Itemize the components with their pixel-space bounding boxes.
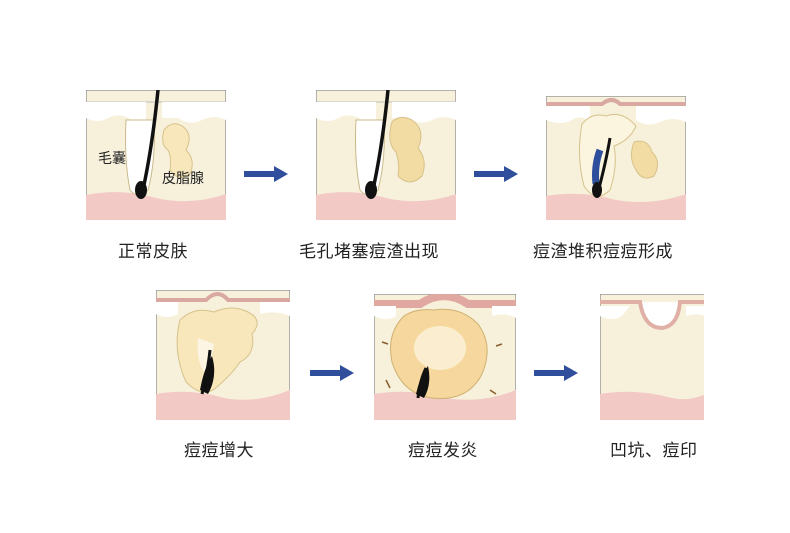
skin-cross-section-4 bbox=[156, 290, 290, 420]
panel-scar-mark bbox=[600, 294, 704, 420]
panel-comedone-forming bbox=[546, 96, 686, 220]
caption-stage-4: 痘痘增大 bbox=[184, 441, 254, 461]
skin-cross-section-3 bbox=[546, 96, 686, 220]
skin-cross-section-5 bbox=[374, 294, 516, 420]
skin-cross-section-6 bbox=[600, 294, 704, 420]
panel-normal-skin: 毛囊 皮脂腺 bbox=[86, 90, 226, 220]
arrow-right-icon bbox=[474, 166, 518, 182]
arrow-right-icon bbox=[310, 365, 354, 381]
caption-stage-5: 痘痘发炎 bbox=[408, 441, 478, 461]
caption-stage-6: 凹坑、痘印 bbox=[610, 441, 698, 461]
caption-stage-3: 痘渣堆积痘痘形成 bbox=[533, 242, 673, 262]
panel-pore-clogged bbox=[316, 90, 456, 220]
caption-stage-1: 正常皮肤 bbox=[118, 242, 188, 262]
label-hair-follicle: 毛囊 bbox=[98, 151, 126, 167]
skin-cross-section-2 bbox=[316, 90, 456, 220]
arrow-right-icon bbox=[244, 166, 288, 182]
panel-pimple-inflamed bbox=[374, 294, 516, 420]
skin-cross-section-1 bbox=[86, 90, 226, 220]
arrow-right-icon bbox=[534, 365, 578, 381]
label-sebaceous-gland: 皮脂腺 bbox=[162, 171, 204, 187]
panel-pimple-enlarges bbox=[156, 290, 290, 420]
caption-stage-2: 毛孔堵塞痘渣出现 bbox=[299, 242, 439, 262]
